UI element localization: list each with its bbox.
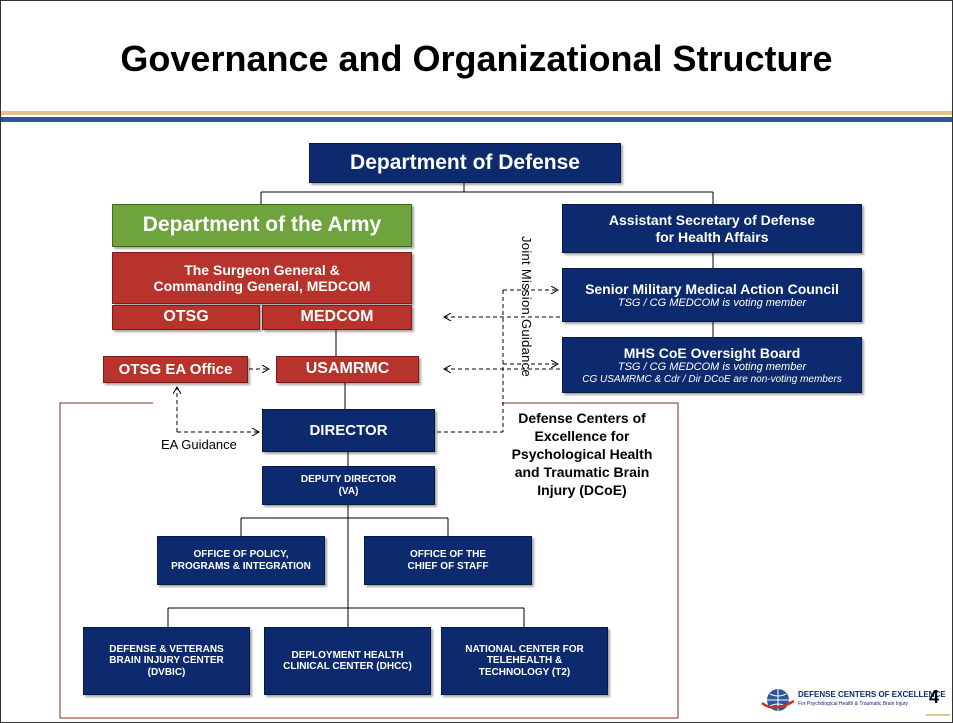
medcom-label: MEDCOM xyxy=(300,308,374,326)
army-box: Department of the Army xyxy=(112,204,412,247)
page-number-underline xyxy=(926,714,950,716)
globe-icon xyxy=(761,689,795,711)
dcoe-label-line5: Injury (DCoE) xyxy=(537,482,627,498)
page-number: 4 xyxy=(929,687,940,707)
director-box: DIRECTOR xyxy=(262,409,435,452)
logo-name-line2: For Psychological Health & Traumatic Bra… xyxy=(798,701,909,707)
dcoe-label-line2: Excellence for xyxy=(534,428,630,444)
deputy-director-box: DEPUTY DIRECTOR (VA) xyxy=(262,466,435,505)
dcoe-label: Defense Centers of Excellence for Psycho… xyxy=(496,409,668,499)
policy-office-line2: PROGRAMS & INTEGRATION xyxy=(171,560,311,572)
tsg-box: The Surgeon General & Commanding General… xyxy=(112,252,412,304)
t2-line3: TECHNOLOGY (T2) xyxy=(478,666,571,678)
dcoe-label-line3: Psychological Health xyxy=(511,446,653,462)
smmac-box: Senior Military Medical Action Council T… xyxy=(562,268,862,322)
otsg-box: OTSG xyxy=(112,305,260,330)
tsg-label: The Surgeon General & Commanding General… xyxy=(153,261,371,294)
chief-of-staff-box: OFFICE OF THE CHIEF OF STAFF xyxy=(364,536,532,585)
smmac-title: Senior Military Medical Action Council xyxy=(585,280,839,297)
chief-of-staff-line2: CHIEF OF STAFF xyxy=(407,560,489,572)
policy-office-box: OFFICE OF POLICY, PROGRAMS & INTEGRATION xyxy=(157,536,325,585)
director-label: DIRECTOR xyxy=(309,421,388,439)
dcoe-logo: DEFENSE CENTERS OF EXCELLENCE For Psycho… xyxy=(760,687,946,713)
dvbic-line1: DEFENSE & VETERANS xyxy=(109,643,224,655)
smmac-note: TSG / CG MEDCOM is voting member xyxy=(617,296,807,309)
joint-mission-guidance-label: Joint Mission Guidance xyxy=(519,236,534,377)
mhs-board-note2: CG USAMRMC & Cdr / Dir DCoE are non-voti… xyxy=(582,373,842,385)
mhs-board-title: MHS CoE Oversight Board xyxy=(623,344,801,361)
logo-name-line1: DEFENSE CENTERS OF EXCELLENCE xyxy=(798,690,946,699)
mhs-board-note1: TSG / CG MEDCOM is voting member xyxy=(617,360,807,373)
policy-office-line1: OFFICE OF POLICY, xyxy=(193,549,289,560)
medcom-box: MEDCOM xyxy=(262,305,412,330)
t2-box: NATIONAL CENTER FOR TELEHEALTH & TECHNOL… xyxy=(441,627,608,695)
army-label: Department of the Army xyxy=(142,213,382,237)
dhcc-line1: DEPLOYMENT HEALTH xyxy=(291,649,404,661)
usamrmc-box: USAMRMC xyxy=(276,356,419,383)
t2-line1: NATIONAL CENTER FOR xyxy=(465,643,584,655)
asd-box: Assistant Secretary of Defense for Healt… xyxy=(562,204,862,253)
otsg-ea-office-label: OTSG EA Office xyxy=(118,360,233,378)
dvbic-line3: (DVBIC) xyxy=(147,666,186,678)
dod-label: Department of Defense xyxy=(350,150,580,174)
chief-of-staff-line1: OFFICE OF THE xyxy=(409,549,487,560)
ea-guidance-label: EA Guidance xyxy=(161,437,237,452)
dcoe-label-line1: Defense Centers of xyxy=(518,410,646,426)
deputy-director-line1: DEPUTY DIRECTOR xyxy=(300,474,397,485)
mhs-board-box: MHS CoE Oversight Board TSG / CG MEDCOM … xyxy=(562,337,862,393)
dod-box: Department of Defense xyxy=(309,143,621,183)
dcoe-label-line4: and Traumatic Brain xyxy=(514,464,650,480)
slide-title: Governance and Organizational Structure xyxy=(120,38,833,79)
otsg-ea-office-box: OTSG EA Office xyxy=(103,356,248,383)
asd-label-line2: for Health Affairs xyxy=(655,228,769,245)
deputy-director-line2: (VA) xyxy=(338,485,359,497)
usamrmc-label: USAMRMC xyxy=(305,360,390,378)
dvbic-box: DEFENSE & VETERANS BRAIN INJURY CENTER (… xyxy=(83,627,250,695)
dhcc-line2: CLINICAL CENTER (DHCC) xyxy=(283,661,412,672)
title-rule-blue xyxy=(1,117,952,122)
dhcc-box: DEPLOYMENT HEALTH CLINICAL CENTER (DHCC) xyxy=(264,627,431,695)
t2-line2: TELEHEALTH & xyxy=(486,655,563,667)
title-rule-gold xyxy=(1,111,952,115)
asd-label-line1: Assistant Secretary of Defense xyxy=(608,212,816,229)
otsg-label: OTSG xyxy=(163,308,209,326)
dvbic-line2: BRAIN INJURY CENTER xyxy=(109,655,224,667)
